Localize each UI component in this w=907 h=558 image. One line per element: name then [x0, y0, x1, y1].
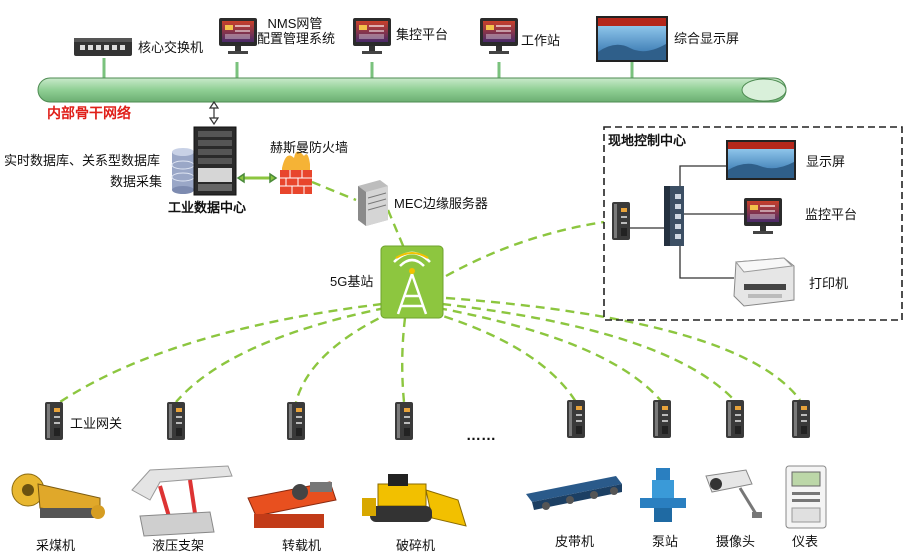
- field-gateway-icon: [167, 402, 185, 440]
- equipment-label-shearer: 采煤机: [36, 538, 76, 553]
- cc-monitor-icon: [744, 198, 782, 234]
- core-switch-label: 核心交换机: [138, 40, 204, 55]
- field-gateway-icon: [287, 402, 305, 440]
- field-gateway-icon: [395, 402, 413, 440]
- field-gateway-icon: [792, 400, 810, 438]
- mec-label: MEC边缘服务器: [394, 196, 488, 211]
- control-platform-monitor-icon: [353, 18, 391, 54]
- cc-printer-label: 打印机: [809, 276, 849, 291]
- firewall-icon: [280, 151, 312, 194]
- crusher-icon: [362, 474, 467, 527]
- meter-icon: [785, 465, 827, 529]
- equipment-label-meter: 仪表: [792, 534, 819, 549]
- equipment-label-transfer-machine: 转载机: [282, 538, 322, 553]
- 5g-base-station-icon: [380, 245, 444, 319]
- field-gateway-icon: [567, 400, 585, 438]
- cc-switch-icon: [664, 186, 684, 246]
- control-center-box: [603, 126, 903, 321]
- field-gateway-icon: [726, 400, 744, 438]
- ellipsis: ……: [466, 427, 496, 444]
- pump-icon: [640, 468, 686, 522]
- display-screen-icon: [596, 16, 668, 62]
- server-rack-icon: [193, 126, 237, 196]
- workstation-monitor-icon: [480, 18, 518, 54]
- control-platform-label: 集控平台: [396, 27, 449, 42]
- nms-label: NMS网管 配置管理系统: [257, 16, 336, 46]
- base-station-label: 5G基站: [330, 274, 374, 289]
- equipment-label-pump-station: 泵站: [652, 534, 679, 549]
- firewall-label: 赫斯曼防火墙: [270, 140, 349, 155]
- core-switch-icon: [74, 38, 132, 56]
- equipment-label-hydraulic-support: 液压支架: [152, 538, 205, 553]
- backbone-title: 内部骨干网络: [47, 105, 131, 121]
- belt-conveyor-icon: [526, 476, 622, 510]
- datacenter-title: 工业数据中心: [168, 200, 247, 215]
- cc-display-label: 显示屏: [806, 154, 846, 169]
- cc-monitor-label: 监控平台: [805, 207, 858, 222]
- camera-icon: [705, 469, 762, 518]
- equipment-label-camera: 摄像头: [716, 534, 756, 549]
- database-icon: [171, 148, 195, 194]
- field-gateway-icon: [653, 400, 671, 438]
- gateway-label: 工业网关: [70, 416, 123, 431]
- field-gateway-icon: [45, 402, 63, 440]
- database-label: 实时数据库、关系型数据库: [4, 153, 161, 168]
- cc-gateway-icon: [612, 202, 630, 240]
- display-screen-label: 综合显示屏: [674, 31, 740, 46]
- cc-display-icon: [726, 140, 796, 180]
- equipment-label-crusher: 破碎机: [396, 538, 436, 553]
- nms-monitor-icon: [219, 18, 257, 54]
- workstation-label: 工作站: [521, 33, 561, 48]
- shearer-icon: [11, 473, 105, 519]
- printer-icon: [733, 257, 795, 307]
- data-collection-label: 数据采集: [110, 174, 163, 189]
- hydraulic-support-icon: [131, 465, 233, 537]
- backbone-pipe: [37, 77, 787, 103]
- mec-server-icon: [358, 180, 388, 226]
- equipment-label-belt-conveyor: 皮带机: [555, 534, 595, 549]
- transfer-machine-icon: [247, 481, 337, 528]
- control-center-title: 现地控制中心: [608, 133, 687, 148]
